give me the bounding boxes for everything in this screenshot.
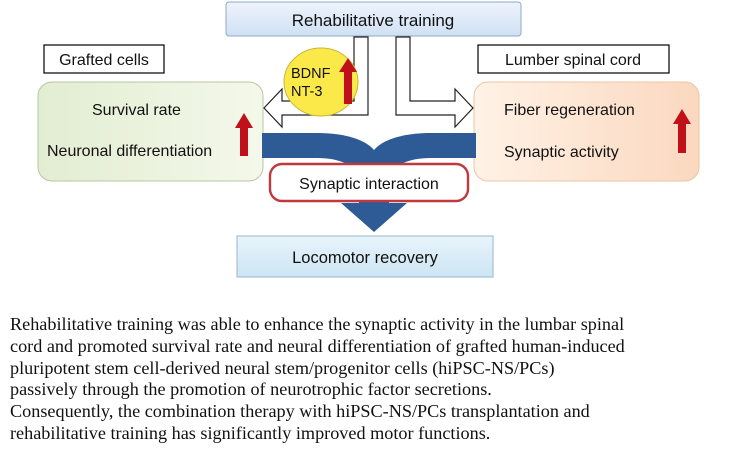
right-hollow-arrow: [395, 36, 474, 129]
rehabilitative-training-label: Rehabilitative training: [292, 11, 455, 30]
synaptic-activity-label: Synaptic activity: [504, 144, 619, 161]
caption-line: pluripotent stem cell-derived neural ste…: [10, 357, 555, 378]
survival-rate-label: Survival rate: [92, 102, 181, 119]
lumber-spinal-cord-header: Lumber spinal cord: [477, 44, 670, 74]
lumber-spinal-cord-label: Lumber spinal cord: [505, 52, 641, 69]
grafted-cells-header: Grafted cells: [43, 44, 165, 74]
synaptic-interaction-box: Synaptic interaction: [268, 162, 470, 203]
locomotor-recovery-box: Locomotor recovery: [236, 235, 494, 278]
factors-up-arrow-icon: [339, 58, 357, 104]
spinal-cord-up-arrow-icon: [673, 109, 691, 153]
rehabilitative-training-box: Rehabilitative training: [225, 1, 522, 37]
caption-line: passively through the promotion of neuro…: [10, 379, 492, 400]
figure-caption: Rehabilitative training was able to enha…: [10, 314, 748, 445]
nt3-label: NT-3: [291, 84, 322, 100]
caption-line: rehabilitative training has significantl…: [10, 422, 491, 443]
synaptic-interaction-label: Synaptic interaction: [299, 176, 439, 193]
spinal-cord-panel: [473, 81, 700, 182]
diagram: Rehabilitative training Grafted cells Lu…: [37, 1, 700, 278]
grafted-cells-up-arrow-icon: [235, 113, 253, 156]
caption-line: cord and promoted survival rate and neur…: [10, 335, 625, 356]
neuronal-differentiation-label: Neuronal differentiation: [47, 143, 212, 160]
grafted-cells-label: Grafted cells: [59, 52, 149, 69]
bdnf-label: BDNF: [291, 66, 331, 82]
fiber-regeneration-label: Fiber regeneration: [504, 102, 635, 119]
caption-line: Consequently, the combination therapy wi…: [10, 401, 590, 422]
caption-line: Rehabilitative training was able to enha…: [10, 314, 625, 334]
diagram-canvas: Rehabilitative training Grafted cells Lu…: [37, 1, 700, 278]
neurotrophic-factors-badge: BDNF NT-3: [283, 47, 359, 117]
grafted-cells-panel: [37, 81, 264, 182]
locomotor-recovery-label: Locomotor recovery: [292, 249, 439, 267]
